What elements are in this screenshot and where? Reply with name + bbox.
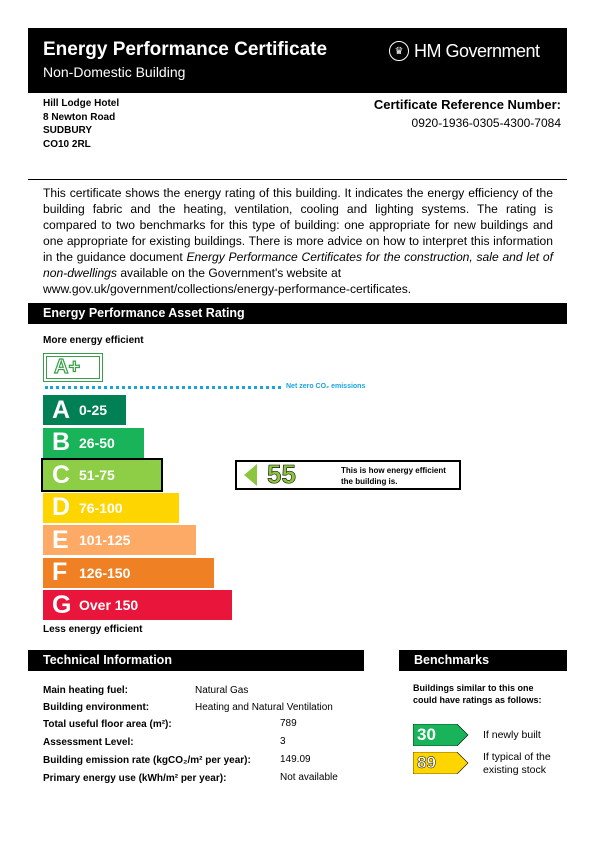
current-rating-description: This is how energy efficient the buildin… [341, 466, 446, 486]
benchmark-label: If newly built [483, 729, 541, 741]
page-title: Energy Performance Certificate [43, 39, 328, 60]
rating-band-b: B 26-50 [43, 427, 144, 458]
rating-band-range: 126-150 [79, 564, 131, 581]
rating-band-letter: G [52, 590, 72, 619]
rating-band-letter: C [52, 460, 71, 489]
tech-label: Primary energy use (kWh/m² per year): [43, 773, 227, 784]
benchmark-arrow-icon [413, 724, 469, 746]
rating-band-e: E 101-125 [43, 525, 196, 555]
benchmark-label: If typical of the existing stock [483, 751, 551, 776]
rating-band-f: F 126-150 [43, 557, 214, 588]
rating-band-c: C 51-75 [41, 458, 163, 492]
rating-band-a: A 0-25 [43, 395, 126, 425]
logo-text: HM Government [414, 40, 540, 61]
rating-arrow-icon [244, 464, 257, 486]
address-line: CO10 2RL [43, 138, 91, 150]
intro-paragraph: This certificate shows the energy rating… [43, 185, 553, 297]
tech-label: Total useful floor area (m²): [43, 719, 172, 730]
government-website-url: www.gov.uk/government/collections/energy… [43, 282, 412, 296]
rating-band-letter: A [52, 395, 71, 424]
tech-label: Main heating fuel: [43, 685, 128, 696]
rating-band-letter: F [52, 558, 68, 586]
rating-band-d: D 76-100 [43, 492, 179, 523]
rating-band-letter: B [52, 428, 71, 456]
rating-band-letter: D [52, 493, 71, 521]
tech-value: Heating and Natural Ventilation [195, 702, 333, 713]
tech-label: Building environment: [43, 702, 150, 713]
tech-value: Natural Gas [195, 685, 249, 696]
intro-text: This certificate shows the energy rating… [43, 186, 553, 264]
benchmark-value: 30 [417, 725, 436, 744]
address-line: SUDBURY [43, 125, 93, 136]
hm-government-logo: ♛ HM Government [389, 39, 559, 63]
benchmark-value: 89 [417, 753, 436, 773]
current-rating-indicator: 55 This is how energy efficient the buil… [235, 459, 461, 490]
rating-band-a-plus: A+ [43, 353, 103, 382]
current-rating-score: 55 [267, 459, 297, 490]
rating-section-header: Energy Performance Asset Rating [28, 303, 567, 324]
page-subtitle: Non-Domestic Building [43, 64, 186, 80]
rating-band-range: 101-125 [79, 532, 131, 548]
benchmark-arrow-icon [413, 752, 469, 774]
rating-band-range: 76-100 [79, 499, 123, 516]
technical-info-header: Technical Information [28, 650, 364, 671]
more-efficient-label: More energy efficient [43, 335, 144, 346]
tech-value: 149.09 [280, 754, 311, 765]
tech-value: 3 [280, 736, 286, 747]
rating-band-letter: E [52, 525, 69, 554]
tech-value: 789 [280, 718, 297, 729]
intro-text-2: available on the Government's website at [116, 266, 342, 280]
tech-value: Not available [280, 772, 338, 783]
benchmarks-intro: Buildings similar to this one could have… [413, 683, 542, 705]
benchmark-typical: 89 [413, 752, 469, 774]
rating-band-range: 26-50 [79, 434, 115, 451]
address-line: Hill Lodge Hotel [43, 98, 120, 109]
certificate-reference-number: 0920-1936-0305-4300-7084 [411, 116, 561, 130]
net-zero-line [45, 386, 281, 389]
address-line: 8 Newton Road [43, 111, 116, 123]
page-header: Energy Performance Certificate Non-Domes… [28, 28, 567, 93]
benchmarks-header: Benchmarks [399, 650, 567, 671]
divider [28, 179, 567, 180]
certificate-reference-label: Certificate Reference Number: [373, 97, 561, 112]
net-zero-label: Net zero CO₂ emissions [286, 383, 366, 390]
tech-label: Building emission rate (kgCO₂/m² per yea… [43, 755, 251, 766]
building-address: Hill Lodge Hotel 8 Newton Road SUDBURY C… [43, 97, 119, 151]
rating-band-range: 0-25 [79, 402, 108, 418]
royal-crest-icon: ♛ [389, 41, 409, 61]
rating-band-range: Over 150 [79, 597, 139, 613]
guidance-document-title: Energy Performance Certificates for the … [43, 250, 553, 280]
rating-band-range: 51-75 [79, 467, 115, 483]
a-plus-label: A+ [46, 355, 100, 379]
benchmark-new-build: 30 [413, 724, 469, 746]
rating-band-g: G Over 150 [43, 590, 232, 620]
less-efficient-label: Less energy efficient [43, 624, 143, 635]
tech-label: Assessment Level: [43, 737, 134, 748]
